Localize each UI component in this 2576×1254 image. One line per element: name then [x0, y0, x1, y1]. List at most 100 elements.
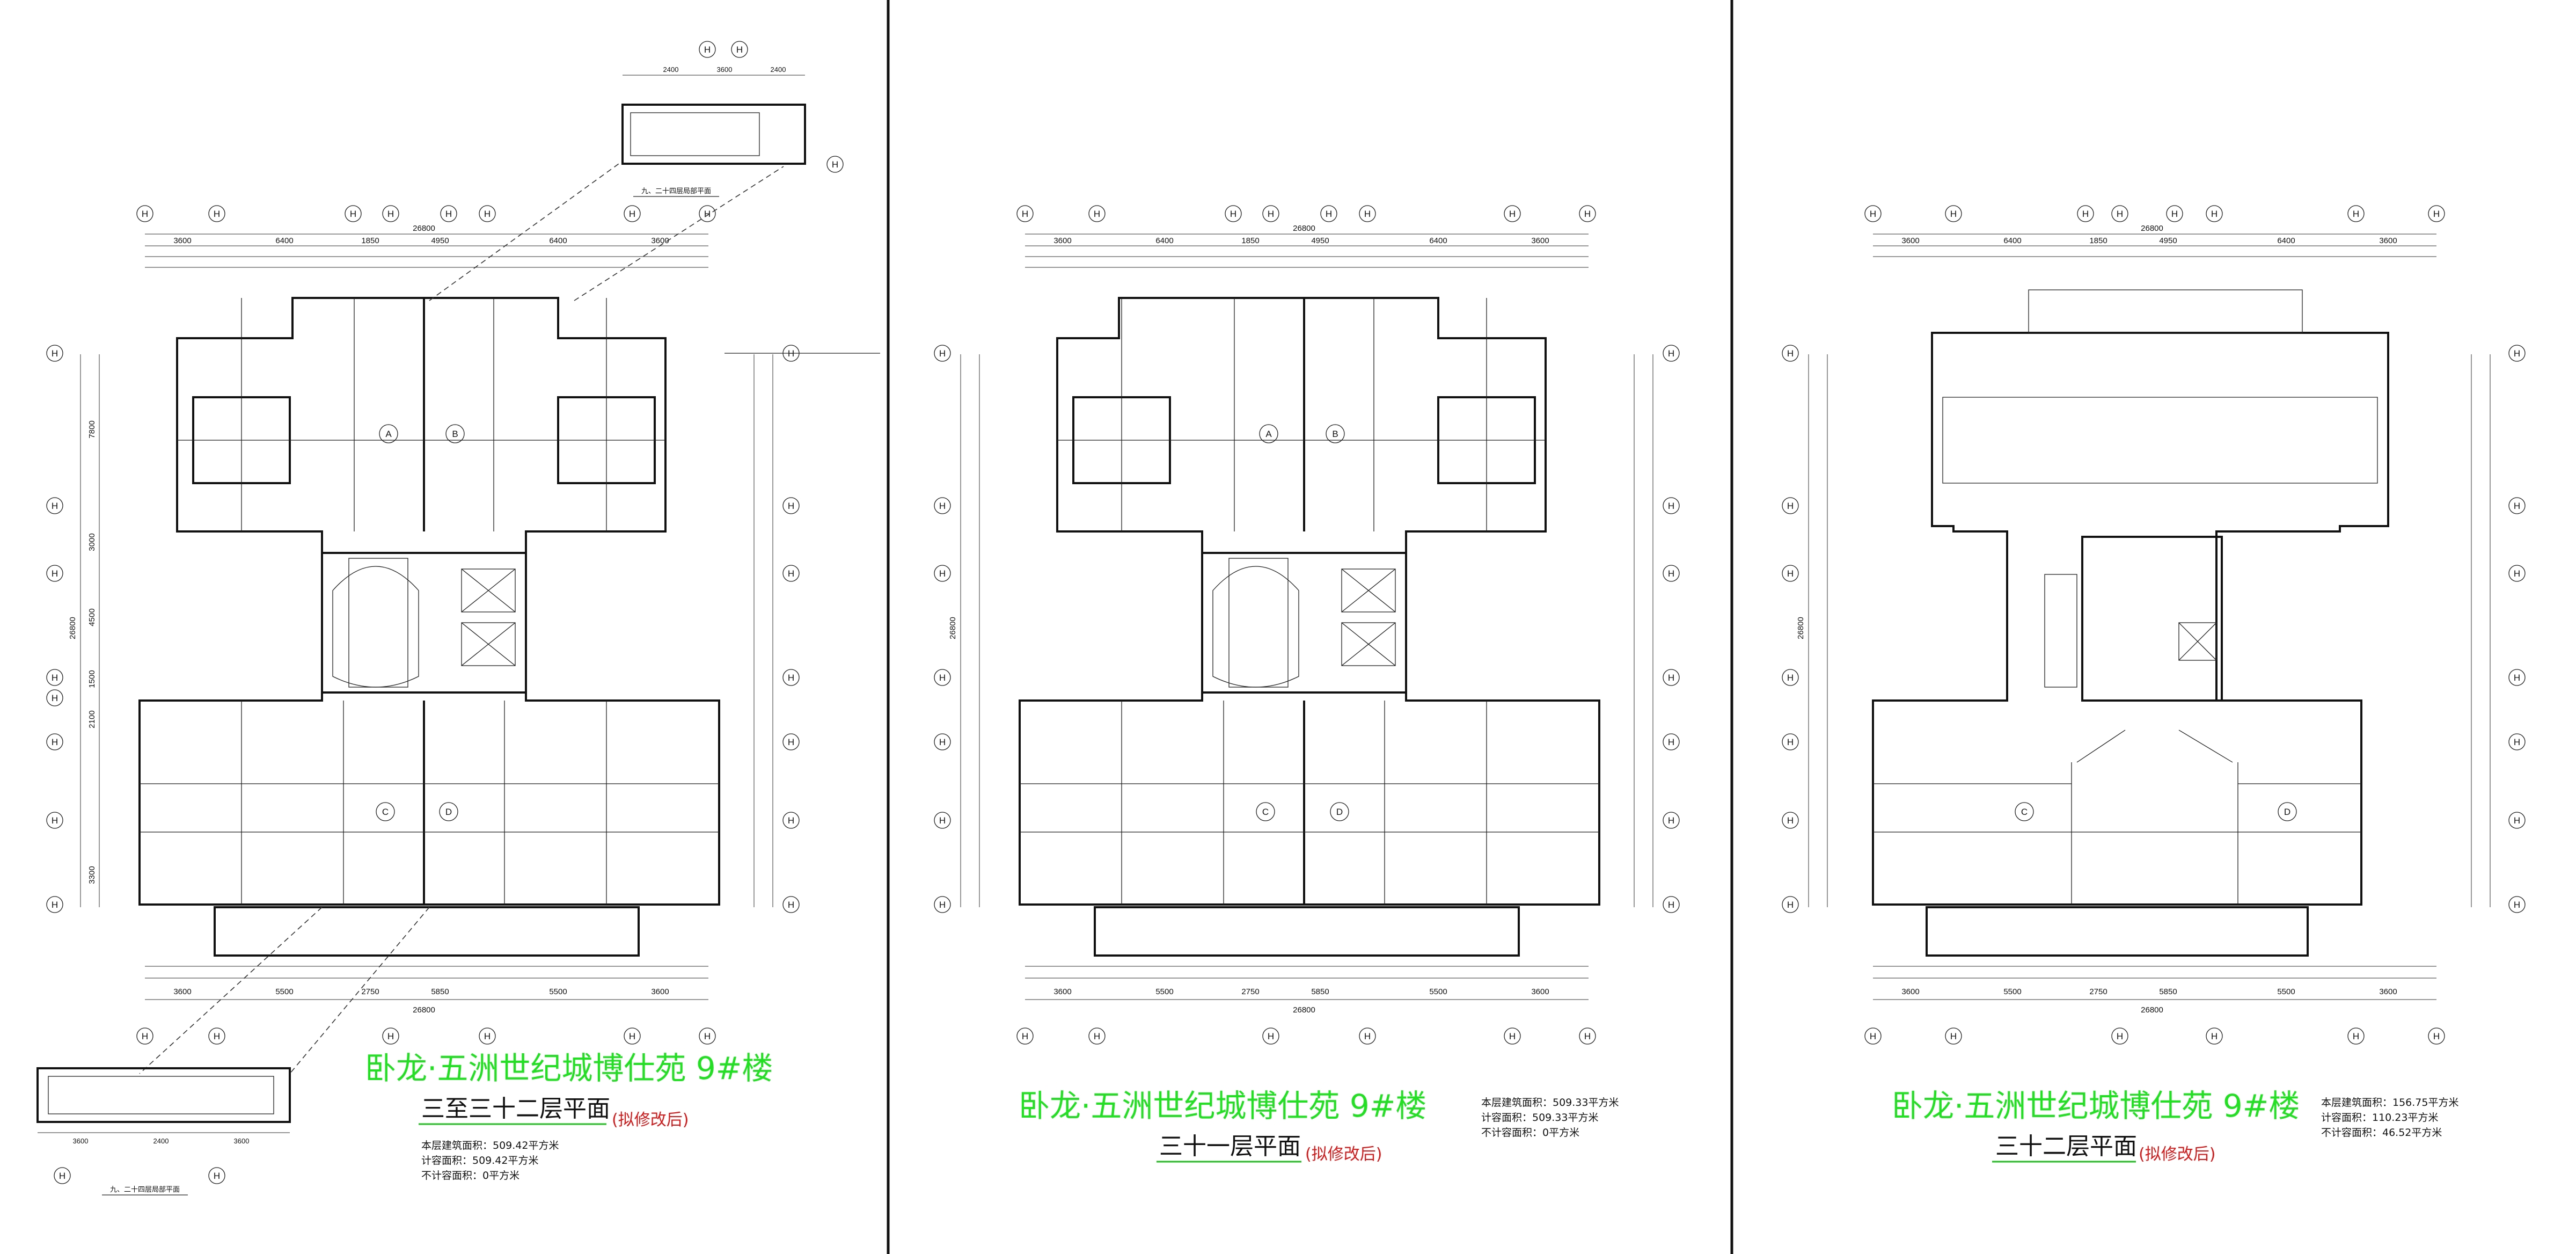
svg-text:H: H	[1230, 209, 1236, 219]
svg-text:5500: 5500	[2003, 987, 2021, 996]
top-dimension-chain: 26800 3600 6400 1850 4950 6400 3600	[145, 224, 708, 268]
svg-text:D: D	[1336, 807, 1343, 817]
svg-text:卧龙·五洲世纪城博仕苑 9#楼: 卧龙·五洲世纪城博仕苑 9#楼	[1892, 1088, 2300, 1124]
svg-text:B: B	[1332, 429, 1338, 439]
svg-text:A: A	[1265, 429, 1272, 439]
svg-text:H: H	[788, 737, 794, 747]
stat-counted-area: 计容面积：509.42平方米	[421, 1155, 538, 1166]
svg-text:H: H	[2353, 209, 2359, 219]
svg-text:H: H	[52, 693, 58, 703]
right-dimension-chain: H H H H H H H	[724, 345, 880, 913]
svg-text:H: H	[350, 209, 356, 219]
floor-plan-panel-32: 26800 3600 6400 1850 4950 6400 3600 H H …	[1782, 205, 2526, 1164]
svg-text:3600: 3600	[2379, 987, 2397, 996]
dim-left-seg-3: 4500	[87, 608, 97, 626]
svg-text:H: H	[2514, 348, 2520, 359]
title-block-panel-3: 卧龙·五洲世纪城博仕苑 9#楼 三十二层平面 (拟修改后) 本层建筑面积：156…	[1892, 1088, 2458, 1164]
svg-text:5500: 5500	[1155, 987, 1173, 996]
svg-text:C: C	[2021, 807, 2028, 817]
svg-text:H: H	[484, 1031, 491, 1041]
svg-text:3600: 3600	[173, 987, 191, 996]
building-outline-2	[1019, 297, 1600, 957]
svg-text:6400: 6400	[1429, 236, 1447, 245]
svg-text:(拟修改后): (拟修改后)	[2139, 1145, 2215, 1164]
svg-text:H: H	[52, 815, 58, 826]
svg-text:H: H	[1584, 209, 1591, 219]
svg-text:H: H	[2082, 209, 2089, 219]
svg-text:H: H	[1668, 348, 1674, 359]
unit-markers: A B C D	[376, 424, 465, 821]
svg-text:H: H	[142, 209, 148, 219]
svg-text:5850: 5850	[2159, 987, 2177, 996]
svg-text:H: H	[629, 1031, 635, 1041]
svg-text:3600: 3600	[1901, 236, 1919, 245]
svg-text:H: H	[484, 209, 491, 219]
svg-text:H: H	[2211, 1031, 2218, 1041]
svg-text:H: H	[1787, 568, 1794, 579]
dim-top-seg-6: 3600	[651, 236, 669, 245]
svg-text:5500: 5500	[1429, 987, 1447, 996]
svg-text:本层建筑面积：156.75平方米: 本层建筑面积：156.75平方米	[2321, 1097, 2458, 1109]
svg-text:B: B	[452, 429, 458, 439]
svg-text:H: H	[1787, 348, 1794, 359]
revision-note: (拟修改后)	[612, 1111, 689, 1129]
svg-text:26800: 26800	[413, 1005, 435, 1015]
svg-text:H: H	[1668, 815, 1674, 826]
title-block-panel-2: 卧龙·五洲世纪城博仕苑 9#楼 三十一层平面 (拟修改后) 本层建筑面积：509…	[1019, 1088, 1619, 1164]
top-dimension-chain-2: 26800 3600 6400 1850 4950 6400 3600 H H …	[1016, 205, 1596, 268]
svg-text:4950: 4950	[2159, 236, 2177, 245]
svg-text:3600: 3600	[1901, 987, 1919, 996]
building-outline	[138, 297, 720, 957]
svg-text:6400: 6400	[2277, 236, 2295, 245]
unit-markers-2: A B C D	[1256, 424, 1349, 821]
dim-left-seg-4: 1500	[87, 670, 97, 688]
svg-text:H: H	[52, 900, 58, 910]
svg-text:H: H	[214, 209, 220, 219]
dim-top-seg-2: 6400	[275, 236, 293, 245]
svg-text:H: H	[788, 815, 794, 826]
svg-text:H: H	[2171, 209, 2178, 219]
svg-text:H: H	[1787, 501, 1794, 511]
left-dimension-chain-3: 26800 H H H H H H H	[1782, 345, 1828, 913]
floor-plan-panel-3-32: 26800 3600 6400 1850 4950 6400 3600 H H …	[36, 41, 880, 1195]
svg-text:H: H	[1364, 1031, 1371, 1041]
svg-text:3600: 3600	[2379, 236, 2397, 245]
svg-text:卧龙·五洲世纪城博仕苑 9#楼: 卧龙·五洲世纪城博仕苑 9#楼	[1019, 1088, 1426, 1124]
svg-text:H: H	[1268, 209, 1274, 219]
svg-text:H: H	[1787, 900, 1794, 910]
svg-text:D: D	[445, 807, 452, 817]
svg-text:5850: 5850	[431, 987, 449, 996]
svg-text:H: H	[1787, 673, 1794, 683]
bottom-dimension-chain-2: 3600 5500 2750 5850 5500 3600 26800 H H …	[1016, 966, 1596, 1045]
svg-text:H: H	[1094, 1031, 1100, 1041]
svg-text:三十一层平面: 三十一层平面	[1159, 1133, 1301, 1160]
svg-text:26800: 26800	[948, 617, 957, 639]
svg-text:26800: 26800	[1796, 617, 1805, 639]
svg-text:H: H	[1326, 209, 1332, 219]
svg-text:26800: 26800	[2141, 224, 2163, 233]
svg-text:H: H	[445, 209, 452, 219]
svg-text:三十二层平面: 三十二层平面	[1995, 1133, 2137, 1160]
svg-text:计容面积：509.33平方米: 计容面积：509.33平方米	[1481, 1112, 1598, 1124]
svg-text:H: H	[1787, 737, 1794, 747]
bottom-dimension-chain-3: 3600 5500 2750 5850 5500 3600 26800 H H …	[1864, 966, 2445, 1045]
svg-text:H: H	[2514, 900, 2520, 910]
dim-top-seg-5: 6400	[549, 236, 567, 245]
svg-text:H: H	[214, 1031, 220, 1041]
svg-text:H: H	[2514, 568, 2520, 579]
svg-text:H: H	[52, 673, 58, 683]
svg-text:计容面积：110.23平方米: 计容面积：110.23平方米	[2321, 1112, 2438, 1124]
dim-top-seg-1: 3600	[173, 236, 191, 245]
svg-text:5500: 5500	[275, 987, 293, 996]
svg-text:H: H	[788, 568, 794, 579]
building-outline-3	[1872, 289, 2389, 957]
svg-text:3600: 3600	[1053, 987, 1071, 996]
svg-text:H: H	[142, 1031, 148, 1041]
svg-text:H: H	[214, 1171, 220, 1181]
svg-text:2750: 2750	[1241, 987, 1259, 996]
svg-text:5850: 5850	[1311, 987, 1329, 996]
svg-text:H: H	[1668, 673, 1674, 683]
svg-text:H: H	[939, 501, 946, 511]
title-block-panel-1: 卧龙·五洲世纪城博仕苑 9#楼 三至三十二层平面 (拟修改后) 本层建筑面积：5…	[365, 1050, 773, 1182]
svg-text:3600: 3600	[234, 1137, 250, 1145]
